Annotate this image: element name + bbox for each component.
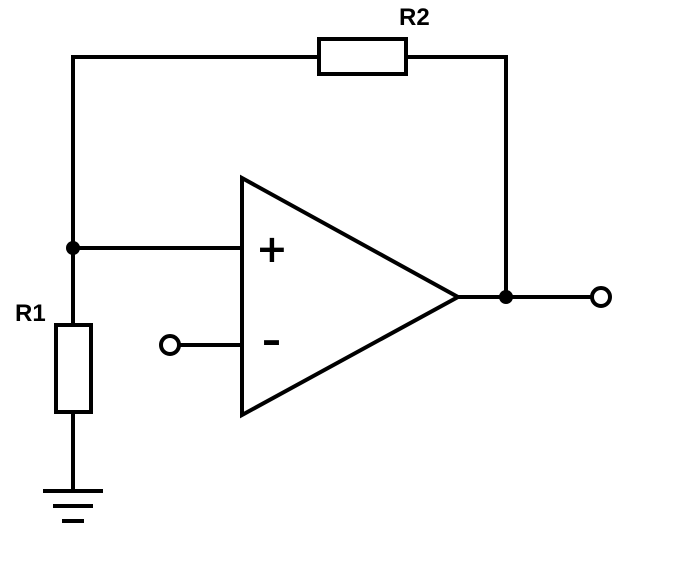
resistor-r2 xyxy=(317,37,408,76)
noninverting-sign: + xyxy=(256,227,288,271)
input-terminal xyxy=(159,334,181,356)
resistor-r2-label: R2 xyxy=(399,4,430,31)
inverting-sign: – xyxy=(262,318,281,362)
resistor-r1 xyxy=(54,323,93,414)
opamp-triangle xyxy=(240,174,463,419)
output-terminal xyxy=(590,286,612,308)
ground-icon xyxy=(43,489,103,523)
resistor-r1-label: R1 xyxy=(15,300,46,327)
junction-dot-output xyxy=(499,290,513,304)
junction-dot-input xyxy=(66,241,80,255)
feedback-wire-right xyxy=(404,55,508,299)
feedback-wire-left xyxy=(71,55,321,250)
